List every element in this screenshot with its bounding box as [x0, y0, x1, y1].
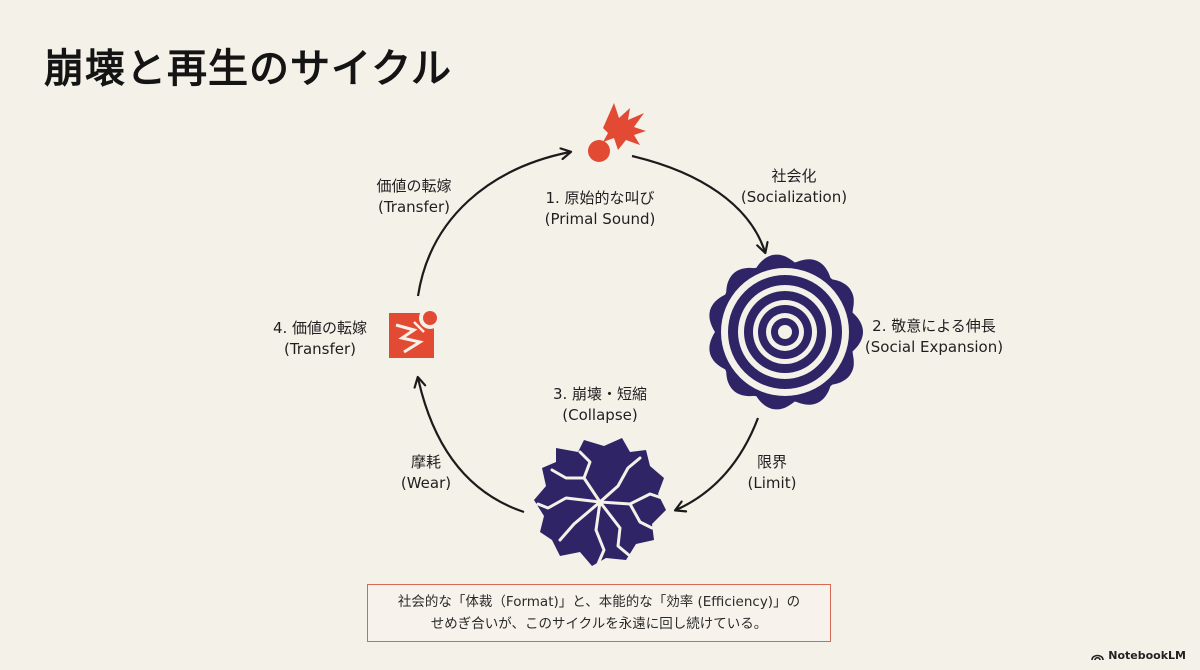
transition-subtitle: (Wear) — [400, 474, 452, 492]
arrow-wear — [413, 375, 525, 514]
transition-subtitle: (Transfer) — [377, 198, 451, 216]
node-title: 3. 崩壊・短縮 — [552, 385, 648, 403]
transition-subtitle: (Socialization) — [740, 188, 848, 206]
node-label-collapse: 3. 崩壊・短縮 (Collapse) — [520, 384, 680, 426]
summary-note-line-1: 社会的な「体裁（Format)」と、本能的な「効率 (Efficiency)」の — [397, 594, 801, 610]
transition-label-socialization: 社会化 (Socialization) — [726, 166, 862, 208]
node-subtitle: (Collapse) — [562, 406, 638, 424]
cracked-shape-icon — [534, 438, 666, 566]
arrow-limit — [673, 417, 760, 513]
lightning-square-icon — [389, 307, 441, 358]
transition-title: 価値の転嫁 — [376, 177, 452, 195]
node-subtitle: (Transfer) — [283, 340, 357, 358]
transition-subtitle: (Limit) — [747, 474, 797, 492]
node-label-transfer: 4. 価値の転嫁 (Transfer) — [258, 318, 382, 360]
node-title: 2. 敬意による伸長 — [872, 317, 996, 335]
node-label-primal-sound: 1. 原始的な叫び (Primal Sound) — [520, 188, 680, 230]
transition-title: 社会化 — [771, 167, 817, 185]
transition-label-transfer: 価値の転嫁 (Transfer) — [356, 176, 472, 218]
arrow-transfer — [416, 147, 573, 297]
node-title: 1. 原始的な叫び — [545, 189, 655, 207]
summary-note: 社会的な「体裁（Format)」と、本能的な「効率 (Efficiency)」の… — [367, 584, 831, 642]
brand-badge: NotebookLM — [1091, 649, 1186, 662]
brand-name: NotebookLM — [1108, 649, 1186, 662]
arrow-socialization — [631, 154, 769, 255]
page-title: 崩壊と再生のサイクル — [44, 46, 452, 92]
node-subtitle: (Primal Sound) — [544, 210, 656, 228]
transition-label-wear: 摩耗 (Wear) — [384, 452, 468, 494]
node-label-social-expansion: 2. 敬意による伸長 (Social Expansion) — [858, 316, 1010, 358]
node-title: 4. 価値の転嫁 — [272, 319, 368, 337]
burst-icon — [588, 103, 646, 162]
transition-title: 摩耗 — [410, 453, 441, 471]
transition-title: 限界 — [756, 453, 787, 471]
summary-note-line-2: せめぎ合いが、このサイクルを永遠に回し続けている。 — [430, 616, 768, 632]
layered-flower-icon — [709, 254, 863, 410]
node-subtitle: (Social Expansion) — [864, 338, 1004, 356]
notebooklm-logo-icon — [1091, 654, 1105, 660]
transition-label-limit: 限界 (Limit) — [732, 452, 812, 494]
